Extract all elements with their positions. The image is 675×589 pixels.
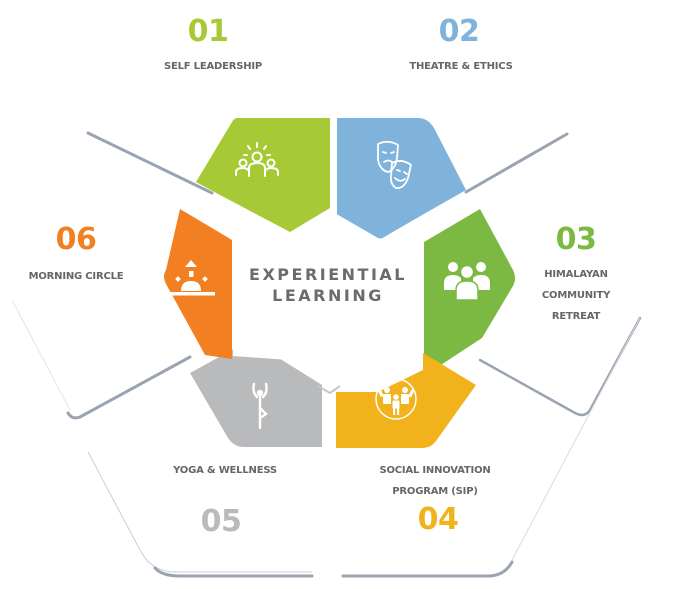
segment-03-number: 03 bbox=[555, 222, 597, 257]
segment-06-label: MORNING CIRCLE bbox=[28, 271, 124, 282]
segment-02-label: THEATRE & ETHICS bbox=[409, 61, 513, 72]
theatre-masks-icon bbox=[377, 140, 412, 189]
outer-cards bbox=[11, 131, 642, 578]
segment-01-shape[interactable] bbox=[196, 118, 330, 232]
card-edge-left-bottom bbox=[66, 355, 192, 420]
segment-01-label: SELF LEADERSHIP bbox=[163, 61, 263, 72]
segment-04-label-line2: PROGRAM (SIP) bbox=[392, 486, 478, 497]
segment-01-number: 01 bbox=[187, 14, 229, 49]
center-title-line1: EXPERIENTIAL bbox=[249, 265, 407, 284]
card-edge-right-bottom bbox=[478, 316, 642, 417]
card-edge-bottom-left bbox=[87, 451, 312, 573]
center-hexagon bbox=[233, 212, 423, 392]
segment-04-number: 04 bbox=[417, 502, 459, 537]
segment-05-number: 05 bbox=[200, 504, 242, 539]
center-title-line2: LEARNING bbox=[272, 286, 384, 305]
segment-02-number: 02 bbox=[438, 14, 480, 49]
group-people-icon bbox=[444, 262, 490, 301]
segment-05-label: YOGA & WELLNESS bbox=[173, 465, 277, 476]
yoga-pose-icon bbox=[252, 382, 268, 430]
segment-02-shape[interactable] bbox=[337, 118, 466, 240]
segment-06-number: 06 bbox=[55, 222, 97, 257]
card-edge-right-outer bbox=[511, 317, 641, 561]
card-edge-left-outer bbox=[11, 299, 71, 411]
center-divider-bottom bbox=[317, 385, 341, 395]
card-edge-top-right bbox=[464, 132, 569, 194]
family-circle-icon bbox=[375, 378, 417, 420]
card-edge-bottom-right-shadow bbox=[341, 560, 514, 578]
sunrise-icon bbox=[167, 260, 215, 296]
card-edge-bottom-left-shadow bbox=[153, 566, 314, 578]
card-edge-top-left bbox=[86, 131, 214, 195]
segment-05-shape[interactable] bbox=[190, 340, 322, 447]
center-title: EXPERIENTIAL LEARNING bbox=[228, 264, 428, 306]
segment-03-label-line1: HIMALAYAN bbox=[544, 269, 608, 280]
segment-04-label-line1: SOCIAL INNOVATION bbox=[379, 465, 491, 476]
segment-03-label-line2: COMMUNITY bbox=[541, 290, 611, 301]
community-people-sun-icon bbox=[235, 142, 279, 177]
segment-03-label-line3: RETREAT bbox=[551, 311, 601, 322]
